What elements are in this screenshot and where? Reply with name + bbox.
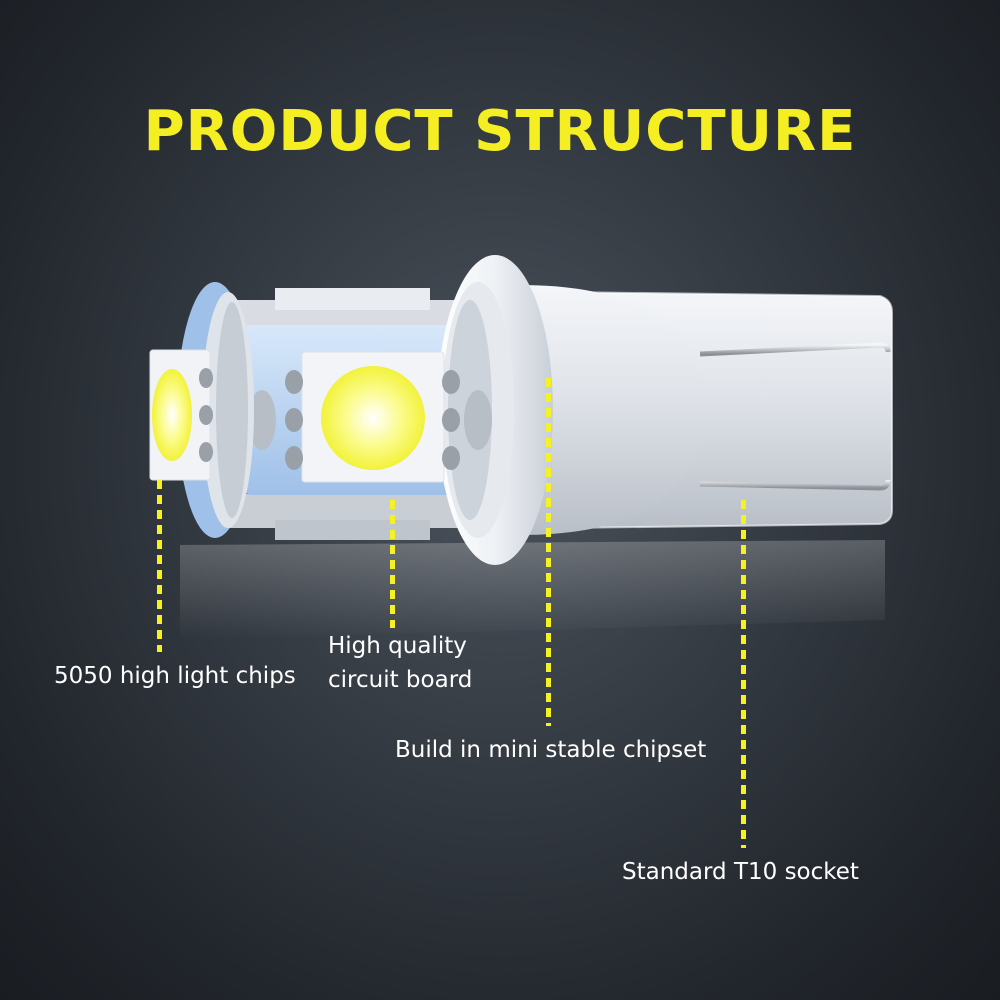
socket-label: Standard T10 socket (622, 859, 859, 885)
chipset-callout-line (546, 378, 551, 726)
page-title: PRODUCT STRUCTURE (143, 99, 857, 164)
board-label-line1: High quality (328, 633, 467, 659)
socket-callout-line (741, 500, 746, 848)
chips-label: 5050 high light chips (54, 663, 296, 689)
board-callout-line (390, 500, 395, 628)
chipset-label: Build in mini stable chipset (395, 737, 707, 763)
board-label-line2: circuit board (328, 667, 473, 693)
chips-callout-line (157, 480, 162, 652)
